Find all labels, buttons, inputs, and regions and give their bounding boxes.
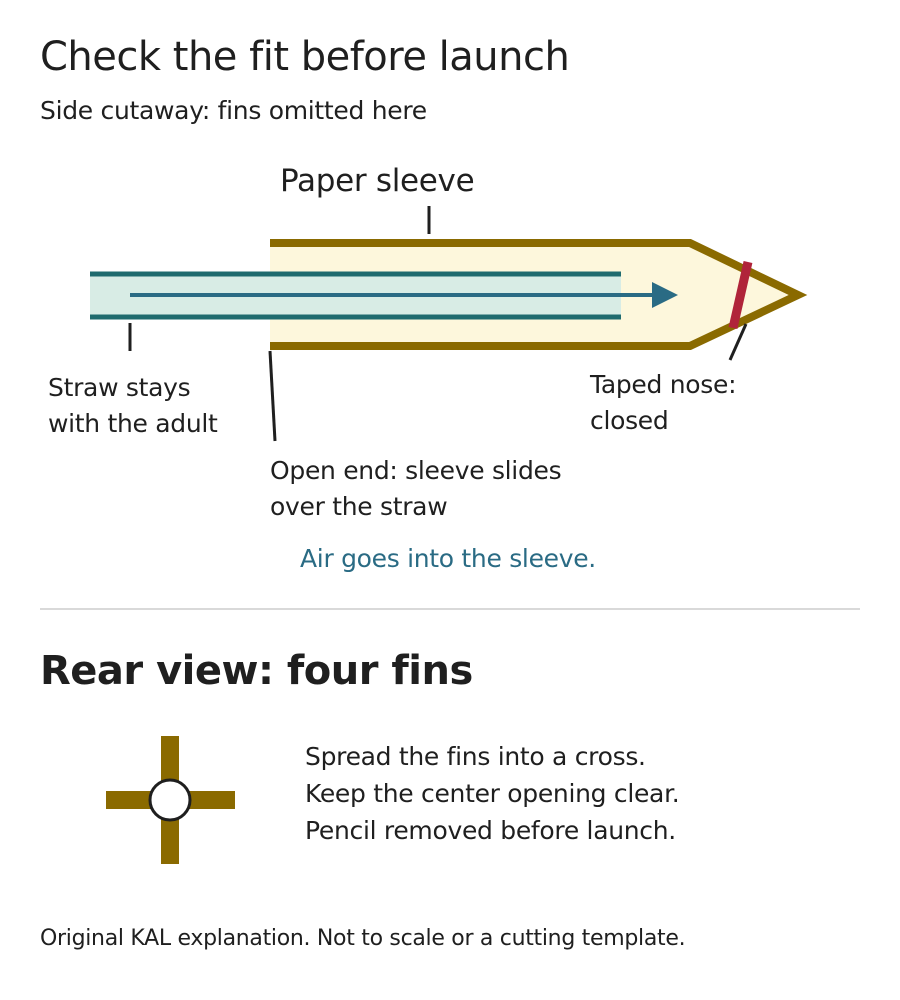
page-title: Check the fit before launch	[40, 34, 570, 80]
paper-sleeve-label: Paper sleeve	[280, 163, 475, 199]
air-caption: Air goes into the sleeve.	[300, 544, 596, 573]
fin-instruction-3: Pencil removed before launch.	[305, 816, 676, 845]
straw-label-line-1: Straw stays	[48, 373, 191, 402]
nose-label-line-2: closed	[590, 406, 669, 435]
fin-instruction-2: Keep the center opening clear.	[305, 779, 680, 808]
rear-view-title: Rear view: four fins	[40, 648, 473, 694]
footnote: Original KAL explanation. Not to scale o…	[40, 926, 686, 951]
page-subtitle: Side cutaway: fins omitted here	[40, 96, 427, 125]
fin-instructions: Spread the fins into a cross. Keep the c…	[305, 738, 680, 849]
straw-label: Straw stays with the adult	[48, 370, 218, 442]
center-opening	[148, 778, 192, 822]
open-end-leader-line	[268, 350, 277, 442]
open-end-label: Open end: sleeve slides over the straw	[270, 453, 562, 525]
nose-label-line-1: Taped nose:	[590, 370, 737, 399]
open-end-label-line-1: Open end: sleeve slides	[270, 456, 562, 485]
nose-label: Taped nose: closed	[590, 367, 736, 439]
paper-sleeve-outline	[270, 239, 808, 350]
nose-leader-line	[728, 323, 748, 361]
open-end-label-line-2: over the straw	[270, 492, 448, 521]
nose-tape	[728, 261, 753, 329]
air-arrow-head	[652, 282, 678, 308]
straw-label-line-2: with the adult	[48, 409, 218, 438]
fin-instruction-1: Spread the fins into a cross.	[305, 742, 646, 771]
